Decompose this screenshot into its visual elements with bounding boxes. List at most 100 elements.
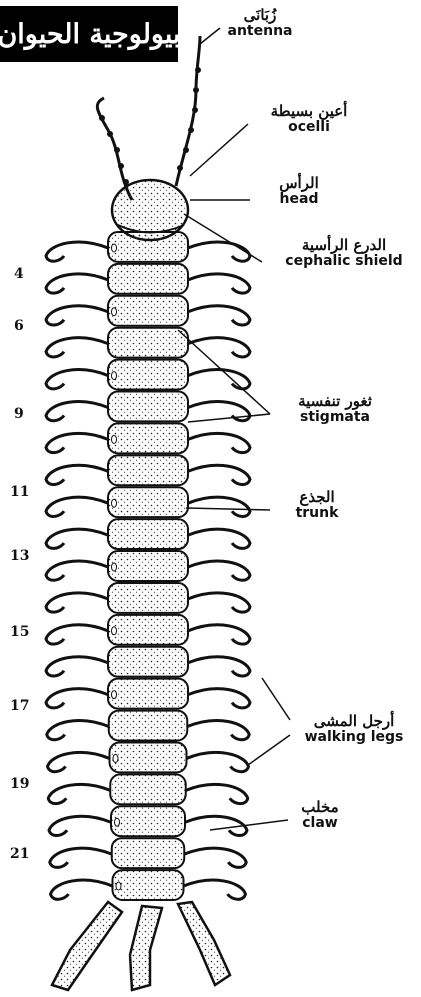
segment-number: 9 — [14, 406, 24, 422]
walking-leg-right — [188, 593, 250, 612]
trunk-segment — [113, 870, 184, 900]
walking-leg-left — [46, 242, 108, 261]
trunk-segment — [108, 360, 188, 390]
stigma — [112, 627, 117, 635]
trunk-segment — [110, 774, 186, 804]
segment-number: 11 — [10, 484, 29, 500]
label-walking-legs-ar: أرجل المشى — [292, 714, 416, 730]
label-ocelli-en: ocelli — [250, 120, 368, 135]
label-stigmata-ar: ثغور تنفسية — [270, 394, 400, 410]
walking-leg-right — [188, 402, 250, 421]
stigma — [113, 754, 118, 762]
label-cephalic-shield: الدرع الرأسية cephalic shield — [270, 238, 418, 268]
label-antenna-ar: زُبَانَى — [200, 8, 320, 24]
trunk-segment — [108, 392, 188, 422]
trunk-segment — [108, 487, 188, 517]
label-trunk-ar: الجذع — [272, 490, 362, 506]
trunk-segment — [111, 806, 185, 836]
walking-leg-left — [49, 816, 111, 835]
walking-leg-right — [188, 370, 250, 389]
segment-number: 13 — [10, 548, 29, 564]
label-antenna-en: antenna — [200, 24, 320, 39]
label-claw-ar: مخلب — [290, 800, 350, 816]
trunk-segment — [108, 328, 188, 358]
trunk-segment — [108, 615, 188, 645]
walking-leg-left — [47, 721, 109, 740]
stigma — [112, 244, 117, 252]
walking-leg-right — [188, 689, 250, 708]
stigma — [112, 435, 117, 443]
label-walking-legs: أرجل المشى walking legs — [292, 714, 416, 744]
stigma — [112, 372, 117, 380]
walking-leg-left — [50, 848, 112, 867]
walking-legs-left — [46, 242, 113, 899]
walking-leg-right — [187, 721, 249, 740]
walking-leg-right — [188, 465, 250, 484]
label-antenna: زُبَانَى antenna — [200, 8, 320, 38]
stigma — [112, 308, 117, 316]
label-head-en: head — [254, 192, 344, 207]
walking-leg-left — [46, 593, 108, 612]
label-stigmata-en: stigmata — [270, 410, 400, 425]
walking-leg-right — [186, 784, 248, 803]
segment-number: 6 — [14, 318, 24, 334]
antennae — [97, 36, 200, 200]
walking-leg-right — [188, 625, 250, 644]
walking-leg-left — [48, 752, 110, 771]
walking-leg-right — [184, 848, 246, 867]
segment-number: 21 — [10, 846, 29, 862]
label-stigmata: ثغور تنفسية stigmata — [270, 394, 400, 424]
label-cephalic-shield-ar: الدرع الرأسية — [270, 238, 418, 254]
walking-leg-left — [46, 306, 108, 325]
walking-leg-right — [188, 561, 250, 580]
trunk-segment — [108, 423, 188, 453]
walking-leg-left — [46, 338, 108, 357]
label-trunk: الجذع trunk — [272, 490, 362, 520]
walking-leg-left — [46, 529, 108, 548]
trunk-segments — [108, 232, 188, 900]
walking-leg-left — [46, 561, 108, 580]
walking-leg-left — [46, 657, 108, 676]
trunk-segment — [108, 519, 188, 549]
walking-leg-left — [46, 465, 108, 484]
stigma — [112, 499, 117, 507]
label-head-ar: الرأس — [254, 176, 344, 192]
segment-number: 4 — [14, 266, 24, 282]
stigma — [116, 882, 121, 890]
label-head: الرأس head — [254, 176, 344, 206]
walking-leg-left — [46, 274, 108, 293]
walking-leg-right — [188, 274, 250, 293]
trunk-segment — [109, 711, 188, 741]
trunk-segment — [110, 742, 187, 772]
trunk-segment — [108, 296, 188, 326]
walking-leg-left — [46, 433, 108, 452]
trunk-segment — [108, 647, 188, 677]
terminal-legs — [52, 902, 230, 990]
walking-leg-right — [188, 529, 250, 548]
trunk-segment — [108, 551, 188, 581]
walking-leg-right — [187, 752, 249, 771]
trunk-segment — [108, 455, 188, 485]
label-cephalic-shield-en: cephalic shield — [270, 254, 418, 269]
walking-leg-left — [46, 689, 108, 708]
leader-lines — [178, 28, 290, 830]
walking-leg-left — [46, 370, 108, 389]
segment-number: 19 — [10, 776, 29, 792]
trunk-segment — [108, 583, 188, 613]
walking-leg-right — [184, 880, 246, 899]
walking-leg-right — [188, 306, 250, 325]
segment-number: 17 — [10, 698, 29, 714]
trunk-segment — [108, 232, 188, 262]
label-walking-legs-en: walking legs — [292, 730, 416, 745]
label-claw-en: claw — [290, 816, 350, 831]
trunk-segment — [112, 838, 185, 868]
trunk-segment — [108, 679, 188, 709]
walking-leg-right — [188, 497, 250, 516]
label-claw: مخلب claw — [290, 800, 350, 830]
label-trunk-en: trunk — [272, 506, 362, 521]
stigma — [112, 691, 117, 699]
walking-leg-right — [188, 242, 250, 261]
stigma — [112, 563, 117, 571]
walking-leg-left — [46, 497, 108, 516]
walking-leg-left — [46, 625, 108, 644]
